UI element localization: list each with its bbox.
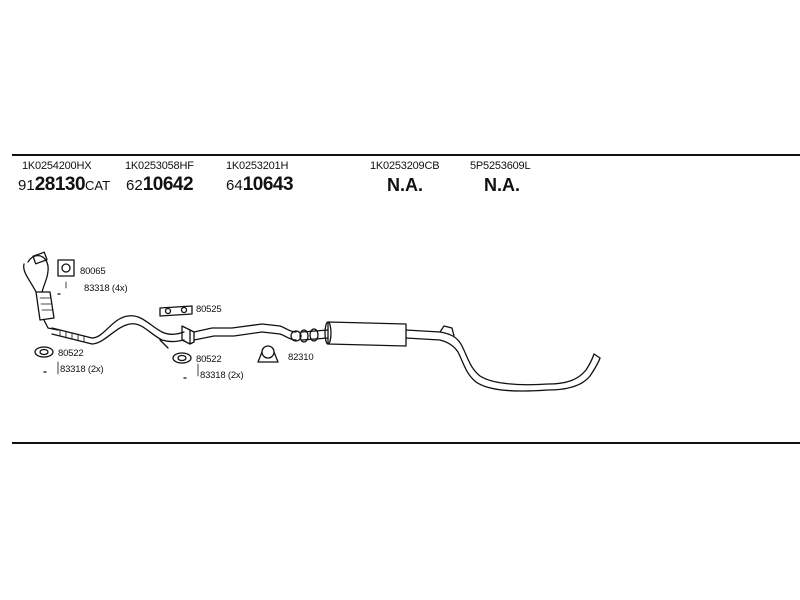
front-pipe bbox=[91, 315, 185, 345]
catalytic-converter bbox=[35, 291, 55, 321]
oe-number-middle-pipe: 1K0253201H bbox=[226, 160, 289, 172]
oe-number-middle-silencer: 1K0253209CB bbox=[370, 160, 440, 172]
gasket-80065 bbox=[57, 259, 75, 277]
gasket-80522-left bbox=[34, 346, 54, 358]
label-bolts-83318-2x-middle: 83318 (2x) bbox=[200, 370, 244, 381]
tail-pipe bbox=[405, 329, 601, 392]
part-number-front-pipe: 6210642 bbox=[126, 174, 194, 195]
na-rear-silencer: N.A. bbox=[484, 175, 520, 195]
bottom-rule bbox=[12, 442, 800, 444]
manifold-flange bbox=[32, 251, 48, 265]
gasket-80522-middle bbox=[172, 352, 192, 364]
top-rule bbox=[12, 154, 800, 156]
oe-number-front-pipe: 1K0253058HF bbox=[125, 160, 194, 172]
label-gasket-80522-middle: 80522 bbox=[196, 354, 222, 365]
label-gasket-80065: 80065 bbox=[80, 266, 106, 277]
gasket-80525 bbox=[159, 305, 193, 317]
label-bolts-83318-4x: 83318 (4x) bbox=[84, 283, 128, 294]
label-gasket-80522-left: 80522 bbox=[58, 348, 84, 359]
middle-silencer bbox=[327, 321, 407, 347]
label-bolts-83318-2x-left: 83318 (2x) bbox=[60, 364, 104, 375]
clamp-82310 bbox=[261, 345, 275, 359]
middle-pipe bbox=[193, 323, 297, 341]
joint-flange bbox=[181, 325, 191, 345]
na-middle-silencer: N.A. bbox=[387, 175, 423, 195]
oe-number-rear-silencer: 5P5253609L bbox=[470, 160, 531, 172]
label-clamp-82310: 82310 bbox=[288, 352, 314, 363]
label-gasket-80525: 80525 bbox=[196, 304, 222, 315]
oe-number-catalyst: 1K0254200HX bbox=[22, 160, 92, 172]
part-number-catalyst: 9128130CAT bbox=[18, 174, 111, 195]
part-number-middle-pipe: 6410643 bbox=[226, 174, 294, 195]
